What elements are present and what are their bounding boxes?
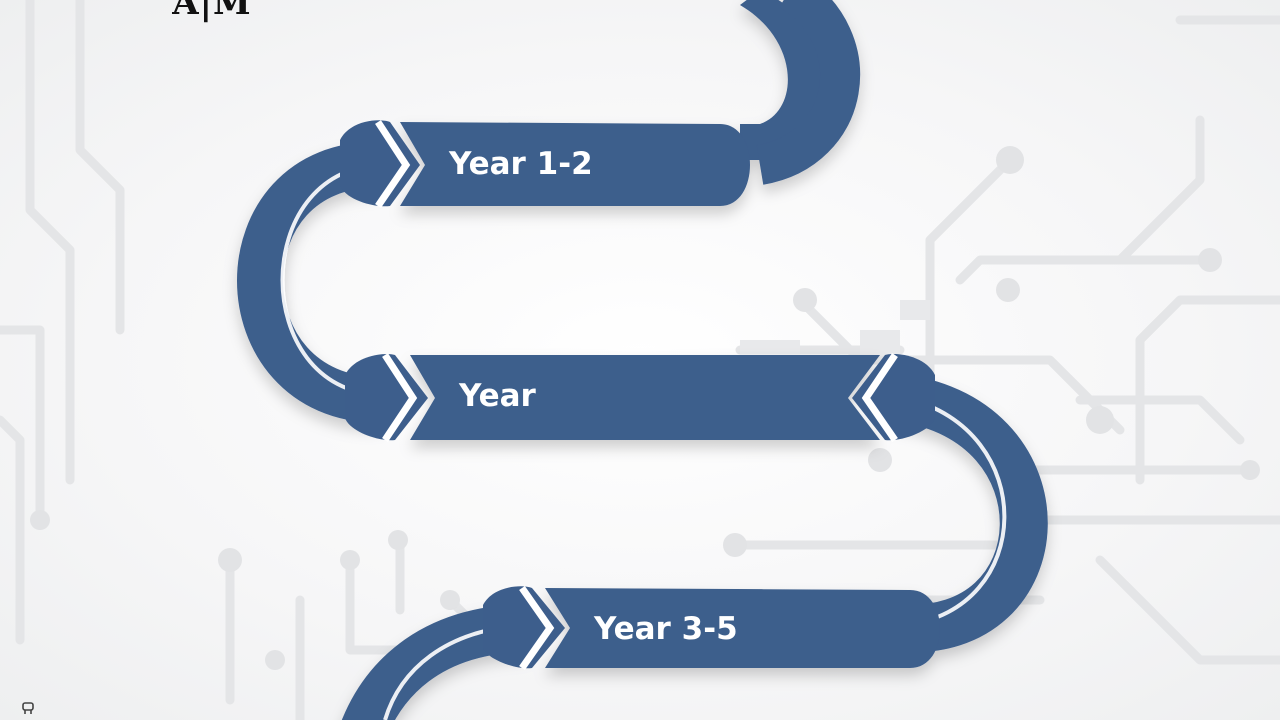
chevron-arrows (340, 120, 935, 671)
chevron-right-icon (340, 120, 420, 207)
curve-right (896, 374, 1048, 653)
step-label-year-1-2: Year 1-2 (449, 146, 593, 182)
chevron-right-icon (483, 586, 565, 669)
curve-left (237, 141, 382, 423)
ribbon-segment-3 (545, 588, 940, 668)
step-label-year-3-5: Year 3-5 (594, 611, 738, 647)
ribbon-segment-1 (400, 122, 750, 206)
ribbon-segment-2 (410, 355, 880, 440)
chevron-right-icon (345, 354, 428, 441)
step-label-year: Year (459, 378, 536, 414)
logo-text: A|M (172, 0, 252, 23)
chevron-left-icon (852, 354, 935, 441)
atm-logo: A|M (150, 0, 274, 46)
watermark-icon (22, 702, 34, 714)
